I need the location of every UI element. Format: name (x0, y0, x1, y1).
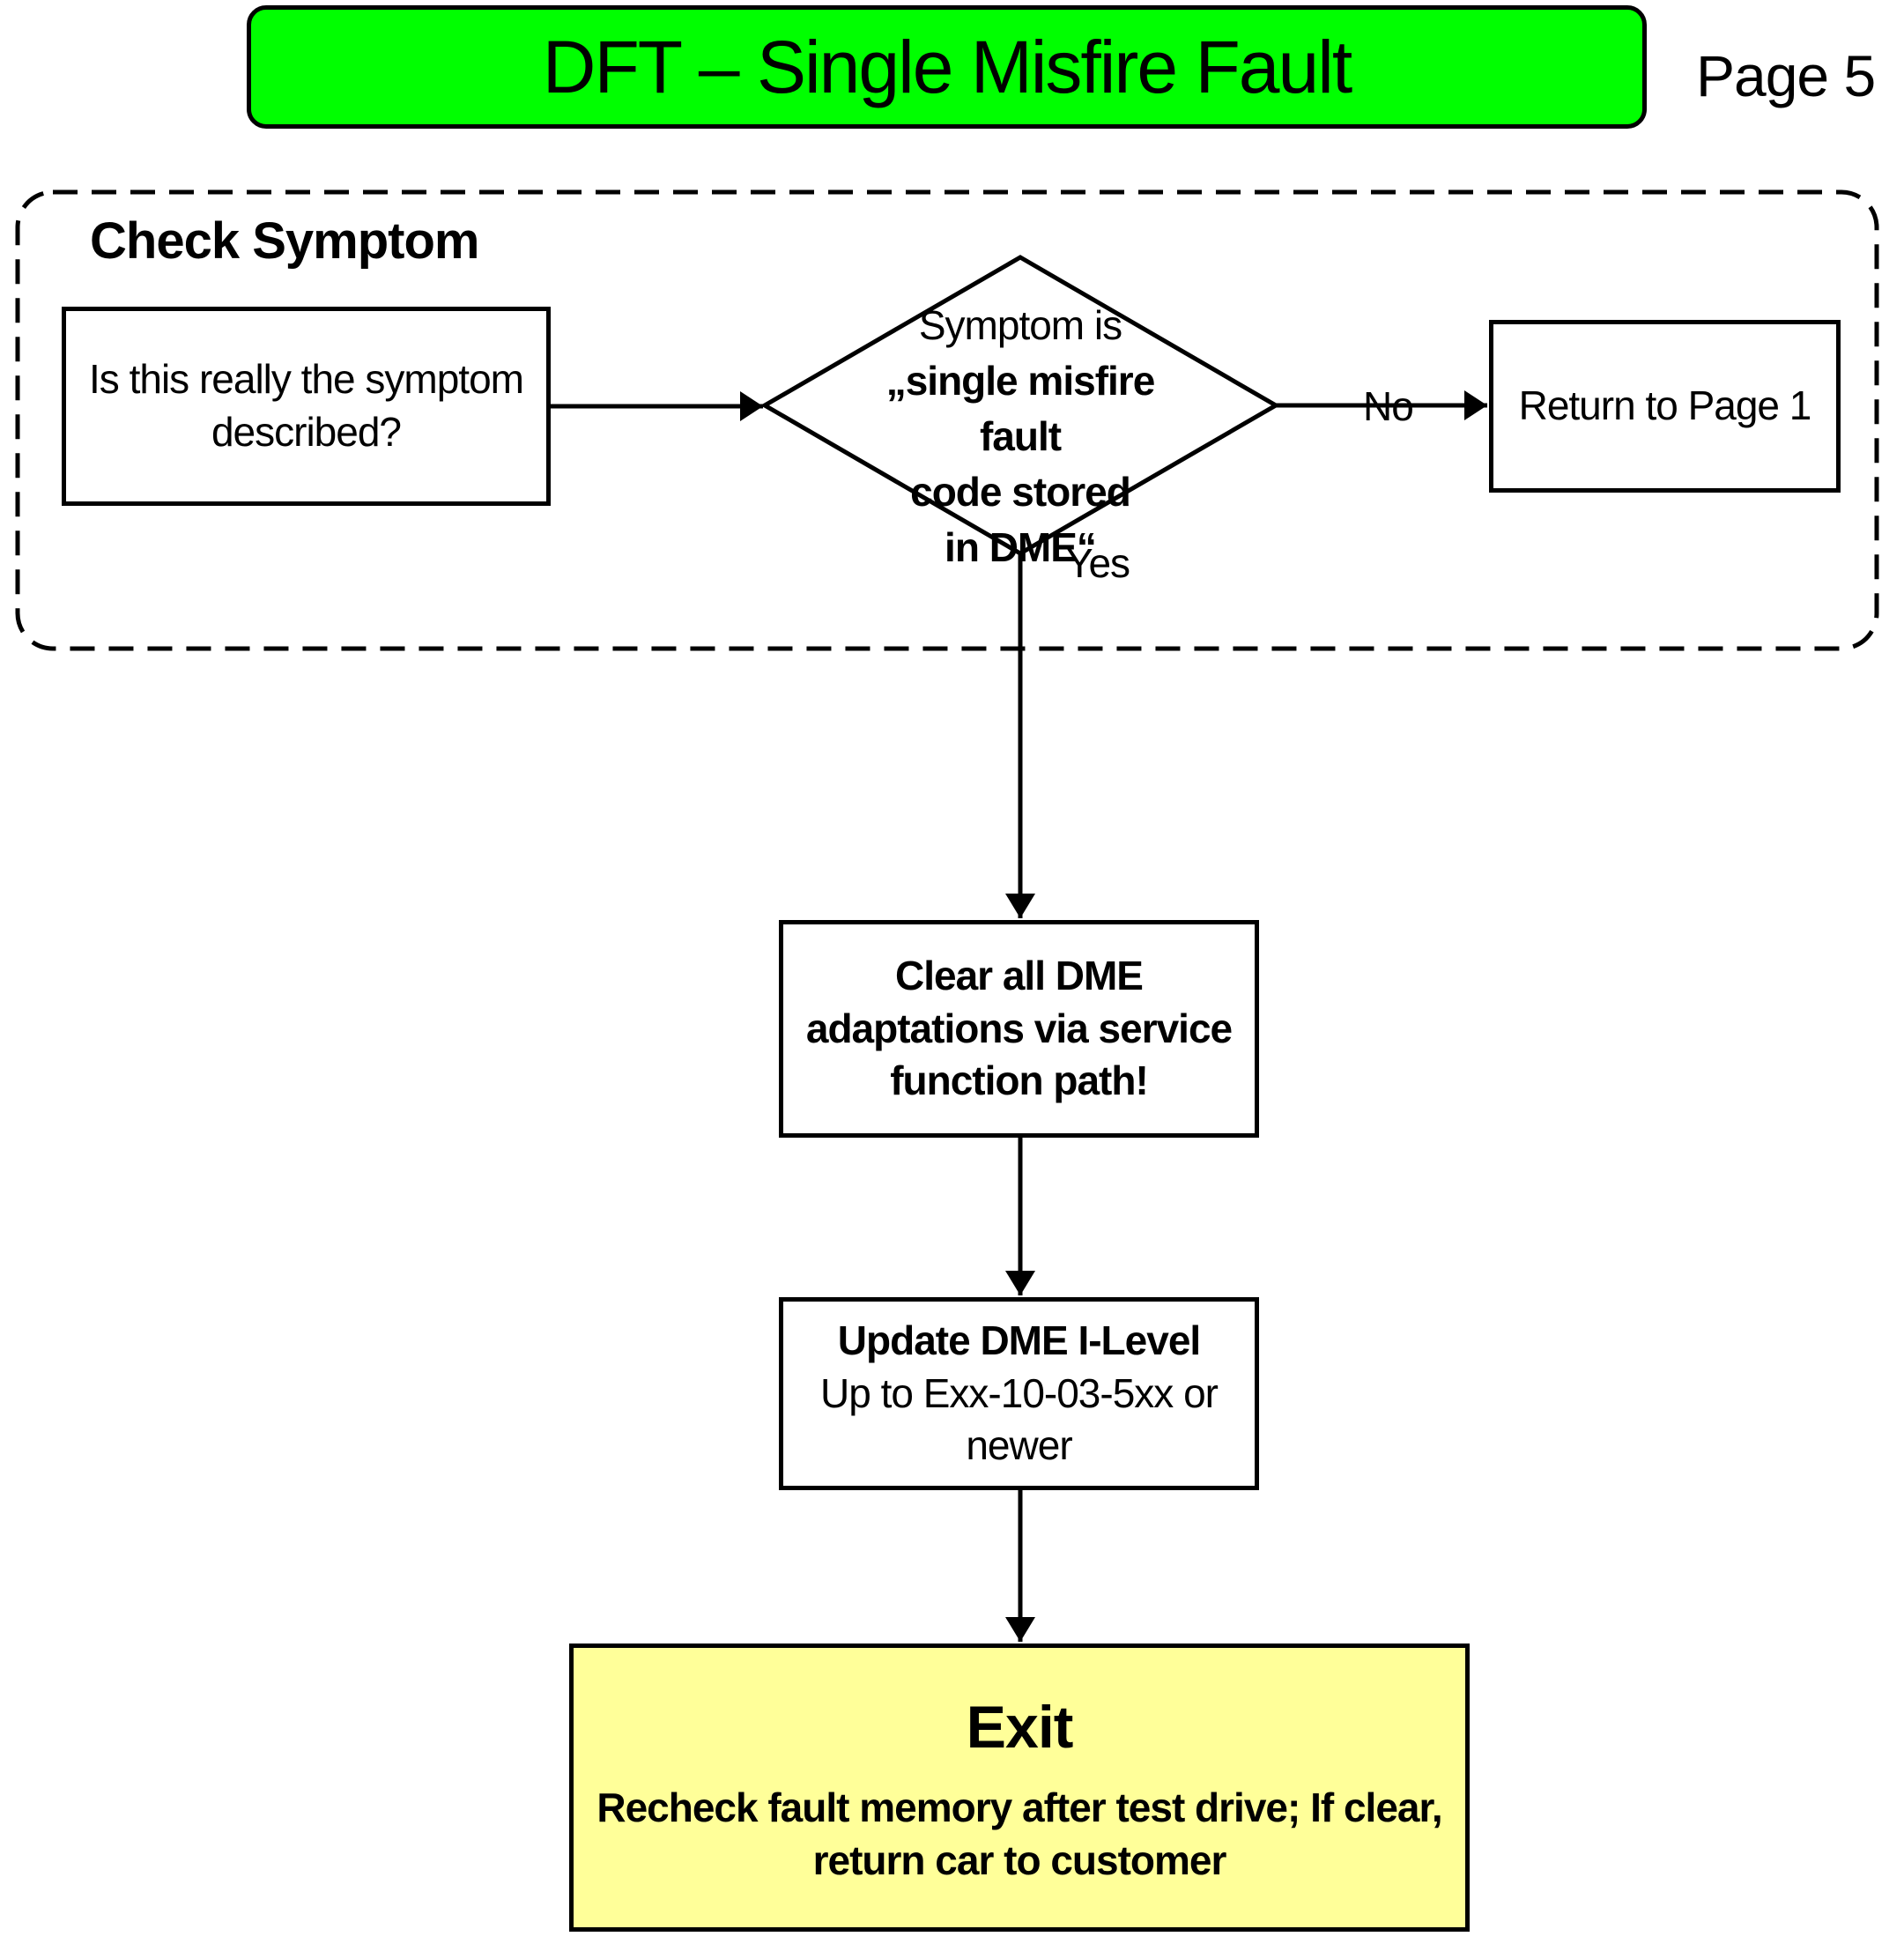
decision-line-2: „single misfire fault (885, 358, 1156, 460)
decision-line-4: in DME“ (945, 524, 1097, 571)
check-symptom-group-border (15, 189, 1879, 651)
exit-detail: Recheck fault memory after test drive; I… (596, 1784, 1442, 1883)
update-detail: Up to Exx-10-03-5xx or newer (820, 1369, 1219, 1469)
group-label-check-symptom: Check Symptom (90, 212, 479, 270)
decision-text: Symptom is „single misfire fault code st… (844, 298, 1196, 575)
update-dme-box: Update DME I-Level Up to Exx-10-03-5xx o… (779, 1297, 1259, 1490)
page-number: Page 5 (1696, 43, 1876, 108)
page-title-text: DFT – Single Misfire Fault (542, 25, 1352, 108)
arrowhead-to-exit (1005, 1617, 1035, 1642)
clear-text: Clear all DME adaptations via service fu… (805, 952, 1233, 1104)
decision-line-1: Symptom is (918, 302, 1122, 348)
update-title: Update DME I-Level (837, 1317, 1201, 1363)
clear-adaptations-box: Clear all DME adaptations via service fu… (779, 920, 1259, 1138)
return-to-page-1-box: Return to Page 1 (1489, 320, 1841, 493)
arrowhead-to-decision (740, 391, 763, 421)
exit-box: Exit Recheck fault memory after test dri… (569, 1643, 1470, 1932)
page-title: DFT – Single Misfire Fault (247, 5, 1647, 129)
exit-box-background (571, 1645, 1468, 1930)
decision-line-3: code stored (910, 469, 1131, 516)
title-bar-background (248, 7, 1645, 127)
return-text: Return to Page 1 (1518, 382, 1812, 429)
arrowhead-to-update (1005, 1271, 1035, 1295)
exit-title: Exit (966, 1693, 1074, 1761)
question-text: Is this really the symptom described? (89, 356, 524, 455)
question-box: Is this really the symptom described? (62, 307, 551, 506)
arrowhead-to-return (1464, 390, 1487, 420)
edge-label-yes: Yes (1066, 540, 1130, 586)
edge-label-no: No (1363, 383, 1414, 429)
arrowhead-to-clear (1005, 894, 1035, 918)
